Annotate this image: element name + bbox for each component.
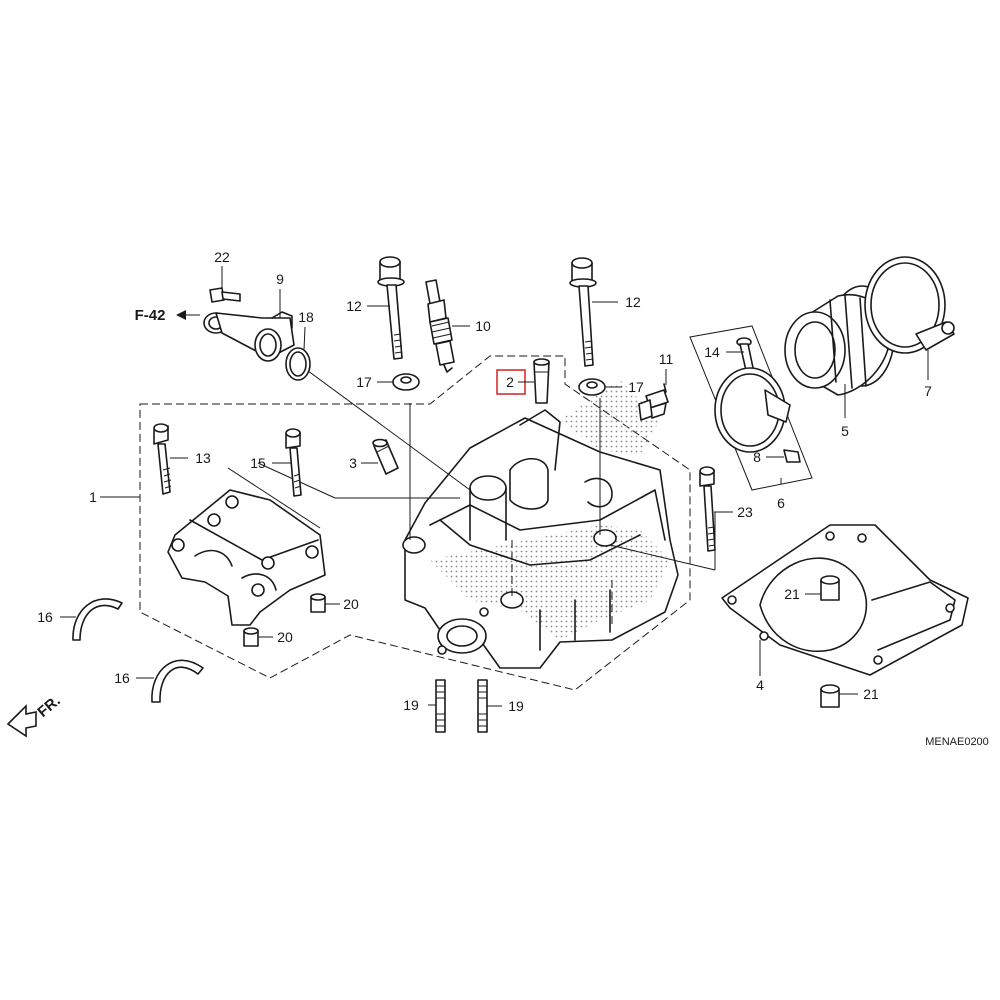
callout-17-left: 17 [356, 374, 372, 390]
valve-guide-3 [372, 438, 399, 475]
bolt-13 [153, 423, 172, 495]
callout-18: 18 [298, 309, 314, 325]
semi-plug-16b [151, 659, 204, 703]
callout-8: 8 [753, 449, 761, 465]
callout-6: 6 [777, 495, 785, 511]
dowel-pin-20a [310, 593, 326, 613]
callout-7: 7 [924, 383, 932, 399]
callout-14: 14 [704, 344, 720, 360]
callout-16-top: 16 [37, 609, 53, 625]
bolt-12-left [377, 256, 405, 360]
callout-20-upper: 20 [343, 596, 359, 612]
stud-bolt-19b [477, 679, 488, 733]
callout-12-left: 12 [346, 298, 362, 314]
front-direction-label: FR. [34, 692, 63, 721]
dowel-pin-21b [820, 684, 840, 708]
callout-2: 2 [506, 374, 514, 390]
callout-17-right: 17 [628, 379, 644, 395]
callout-4: 4 [756, 677, 764, 693]
callout-1: 1 [89, 489, 97, 505]
callout-19-left: 19 [403, 697, 419, 713]
callout-21-lower: 21 [863, 686, 879, 702]
callout-15: 15 [250, 455, 266, 471]
clamp-band-6 [714, 367, 791, 453]
nut-8 [783, 449, 801, 463]
dowel-pin-21a [820, 575, 840, 601]
front-direction-arrow [6, 704, 37, 738]
callout-5: 5 [841, 423, 849, 439]
temperature-sensor-11 [638, 383, 669, 421]
callout-23: 23 [737, 504, 753, 520]
valve-guide-2 [533, 358, 550, 404]
callout-11: 11 [659, 351, 674, 367]
callout-12-right: 12 [625, 294, 641, 310]
bolt-22 [209, 287, 241, 303]
f42-arrow [176, 310, 186, 320]
bolt-23 [699, 466, 716, 552]
callout-21-upper: 21 [784, 586, 800, 602]
hose-clamp-7 [864, 256, 955, 354]
bolt-15 [285, 428, 302, 497]
bolt-12-right [569, 257, 597, 367]
semi-plug-16a [72, 598, 123, 641]
callout-20-lower: 20 [277, 629, 293, 645]
callout-3: 3 [349, 455, 357, 471]
dowel-pin-20b [243, 627, 259, 647]
washer-17a [392, 373, 420, 391]
diagram-code: MENAE0200 [925, 736, 989, 748]
stud-bolt-19a [435, 679, 446, 733]
reference-arrow-label: F-42 [135, 307, 166, 324]
callout-16-bottom: 16 [114, 670, 130, 686]
water-outlet-joint-9 [203, 311, 295, 362]
callout-19-right: 19 [508, 698, 524, 714]
callout-13: 13 [195, 450, 211, 466]
cylinder-head [402, 380, 679, 669]
callout-9: 9 [276, 271, 284, 287]
callout-10: 10 [475, 318, 491, 334]
washer-17b [578, 378, 606, 396]
spark-plug-10 [425, 279, 455, 373]
callout-22: 22 [214, 249, 230, 265]
cylinder-head-gasket-4 [721, 524, 969, 676]
camshaft-holder [167, 489, 326, 626]
assembly-outline-main [139, 355, 691, 691]
